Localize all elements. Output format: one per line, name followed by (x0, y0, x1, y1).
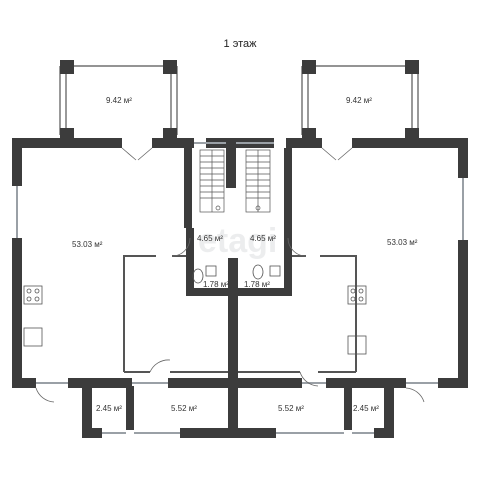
right-sink-icon (269, 265, 281, 277)
right-wc-area: 1.78 м² (244, 280, 270, 289)
windows (16, 142, 464, 434)
right-hall-area: 4.65 м² (250, 234, 276, 243)
watermark: etagi (198, 222, 277, 260)
right-terrace (301, 65, 419, 135)
floor-title: 1 этаж (223, 38, 257, 50)
left-sink-icon (205, 265, 217, 277)
right-vestibule-area: 2.45 м² (353, 404, 379, 413)
left-terrace-area: 9.42 м² (106, 96, 132, 105)
left-terrace (59, 65, 178, 135)
left-wc-area: 1.78 м² (203, 280, 229, 289)
interior-partitions (123, 255, 357, 373)
left-vestibule-area: 2.45 м² (96, 404, 122, 413)
right-utility-area: 5.52 м² (278, 404, 304, 413)
right-living-area: 53.03 м² (387, 238, 418, 247)
area-labels: 9.42 м² 9.42 м² 53.03 м² 53.03 м² 4.65 м… (72, 96, 418, 413)
right-toilet-icon (252, 264, 264, 280)
right-stove-icon (347, 285, 367, 305)
left-living-area: 53.03 м² (72, 240, 103, 249)
right-terrace-area: 9.42 м² (346, 96, 372, 105)
exterior-walls (12, 138, 468, 438)
stairs (199, 149, 271, 213)
left-stove-icon (23, 285, 43, 305)
left-kitchen-sink-icon (23, 327, 43, 347)
door-swings (35, 147, 425, 403)
left-toilet-icon (192, 268, 204, 284)
left-hall-area: 4.65 м² (197, 234, 223, 243)
right-kitchen-sink-icon (347, 335, 367, 355)
left-utility-area: 5.52 м² (171, 404, 197, 413)
fixtures (23, 264, 367, 355)
